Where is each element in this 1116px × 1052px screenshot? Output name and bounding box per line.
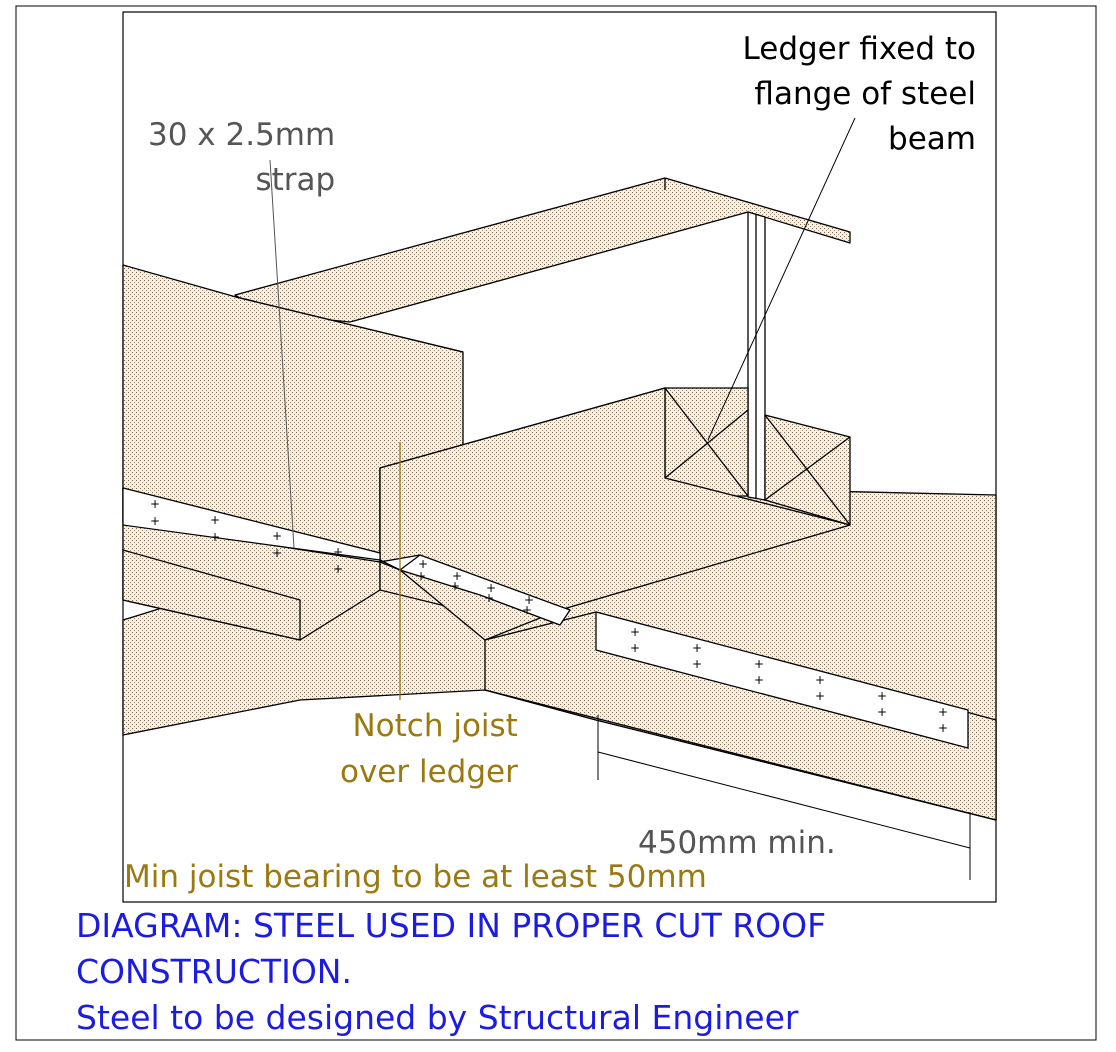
outer-border xyxy=(15,5,1097,1041)
bearing-note: Min joist bearing to be at least 50mm xyxy=(124,859,707,895)
nail: + xyxy=(877,705,887,719)
nail: + xyxy=(692,641,702,655)
caption-line-2: CONSTRUCTION. xyxy=(76,952,352,991)
caption-line-1: DIAGRAM: STEEL USED IN PROPER CUT ROOF xyxy=(76,906,827,945)
nail: + xyxy=(815,689,825,703)
nail: + xyxy=(484,591,494,605)
nail: + xyxy=(150,514,160,528)
left-joist-line xyxy=(235,296,464,353)
ledger-right-cross-a xyxy=(764,414,851,526)
nail: + xyxy=(630,641,640,655)
nail: + xyxy=(877,689,887,703)
min-distance-label: 450mm min. xyxy=(638,825,836,861)
nail: + xyxy=(815,673,825,687)
strap-leader xyxy=(269,159,295,549)
strap-label: 30 x 2.5mm strap xyxy=(148,117,336,198)
nail: + xyxy=(522,603,532,617)
nail: + xyxy=(333,545,343,559)
nail: + xyxy=(452,569,462,583)
nail: + xyxy=(630,625,640,639)
nail: + xyxy=(272,529,282,543)
nail: + xyxy=(210,513,220,527)
ledger-right-cross-b xyxy=(764,436,851,501)
nail: + xyxy=(524,593,534,607)
dim-line xyxy=(597,751,971,849)
nail: + xyxy=(333,562,343,576)
notch-label: Notch joist over ledger xyxy=(340,708,518,790)
lower-joist-edge xyxy=(484,689,997,821)
ledger-left-cross-b xyxy=(664,409,749,479)
nail: + xyxy=(692,657,702,671)
diagram-caption: DIAGRAM: STEEL USED IN PROPER CUT ROOF C… xyxy=(76,903,826,1041)
nail: + xyxy=(754,657,764,671)
left-joist-end xyxy=(122,549,301,641)
nail: + xyxy=(210,530,220,544)
strap-right xyxy=(595,611,969,749)
nail: + xyxy=(416,569,426,583)
nail: + xyxy=(418,557,428,571)
nail: + xyxy=(938,721,948,735)
nail: + xyxy=(272,546,282,560)
caption-line-3: Steel to be designed by Structural Engin… xyxy=(76,998,799,1037)
nail: + xyxy=(450,579,460,593)
nail: + xyxy=(938,705,948,719)
ledger-left-cross-a xyxy=(664,387,749,497)
ledger-label: Ledger fixed to flange of steel beam xyxy=(742,31,976,157)
nail: + xyxy=(150,497,160,511)
strap-nails: ++ ++ ++ ++ ++ ++ ++ ++ ++ ++ ++ ++ ++ +… xyxy=(150,497,948,735)
nail: + xyxy=(754,673,764,687)
nail: + xyxy=(486,581,496,595)
ledger-leader xyxy=(707,117,856,441)
